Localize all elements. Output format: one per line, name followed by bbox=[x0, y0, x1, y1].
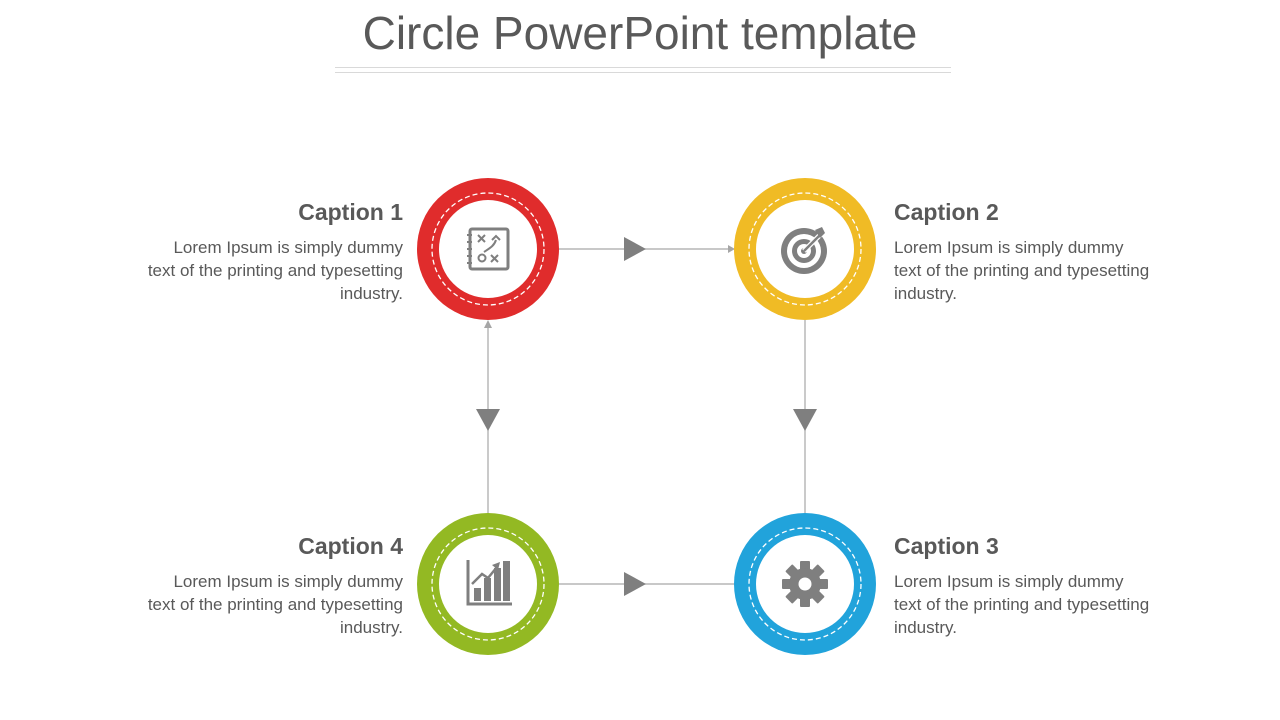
connectors bbox=[476, 237, 817, 596]
growth-chart-icon bbox=[466, 560, 512, 606]
caption-4-text: Lorem Ipsum is simply dummy text of the … bbox=[147, 572, 403, 637]
arrowhead-4-1 bbox=[476, 409, 500, 431]
node-2-circle bbox=[734, 178, 876, 320]
connector-4-1-tip bbox=[484, 320, 492, 328]
caption-4-title: Caption 4 bbox=[298, 533, 403, 559]
caption-1-block: Caption 1 Lorem Ipsum is simply dummy te… bbox=[143, 199, 403, 305]
node-3-circle bbox=[734, 513, 876, 655]
caption-2-text: Lorem Ipsum is simply dummy text of the … bbox=[894, 238, 1150, 303]
arrowhead-1-2 bbox=[624, 237, 646, 261]
node-1-circle bbox=[417, 178, 559, 320]
gear-icon bbox=[782, 561, 828, 607]
caption-4-block: Caption 4 Lorem Ipsum is simply dummy te… bbox=[143, 533, 403, 639]
caption-3-title: Caption 3 bbox=[894, 533, 999, 559]
caption-2-block: Caption 2 Lorem Ipsum is simply dummy te… bbox=[894, 199, 1154, 305]
caption-1-title: Caption 1 bbox=[298, 199, 403, 225]
node-4-circle bbox=[417, 513, 559, 655]
caption-3-text: Lorem Ipsum is simply dummy text of the … bbox=[894, 572, 1150, 637]
arrowhead-4-3 bbox=[624, 572, 646, 596]
connector-1-2-tip bbox=[728, 245, 735, 253]
strategy-board-icon bbox=[467, 227, 510, 271]
arrowhead-2-3 bbox=[793, 409, 817, 431]
title-underline bbox=[335, 67, 951, 73]
caption-1-text: Lorem Ipsum is simply dummy text of the … bbox=[147, 238, 403, 303]
target-icon bbox=[781, 227, 827, 274]
caption-3-block: Caption 3 Lorem Ipsum is simply dummy te… bbox=[894, 533, 1154, 639]
caption-2-title: Caption 2 bbox=[894, 199, 999, 225]
slide-title: Circle PowerPoint template bbox=[362, 7, 918, 59]
